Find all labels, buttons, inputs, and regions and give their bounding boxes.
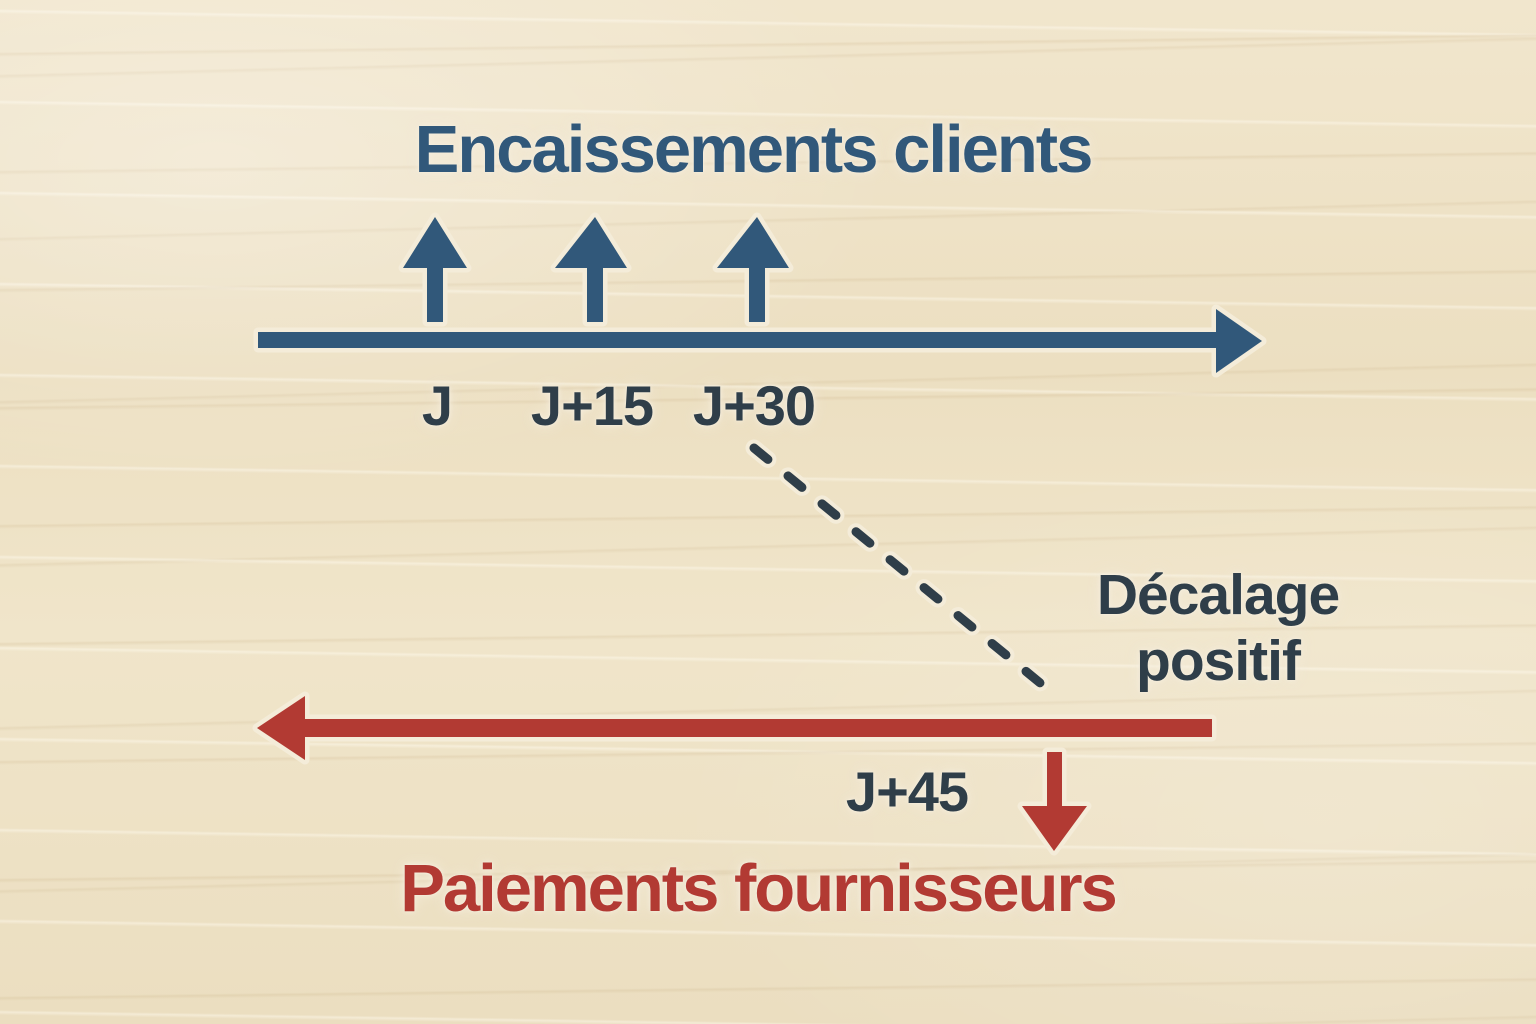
tick-label-j30: J+30 <box>692 374 816 437</box>
up-arrow-icon <box>550 212 632 327</box>
offset-annotation-line1: Décalage <box>1096 563 1340 627</box>
tick-label-j15: J+15 <box>530 374 654 437</box>
up-arrow-icon <box>712 212 794 327</box>
bottom-timeline-title: Paiements fournisseurs <box>400 851 1118 926</box>
left-arrow-timeline-icon <box>252 691 1217 765</box>
tick-label-j45: J+45 <box>845 760 969 823</box>
top-timeline-title: Encaissements clients <box>414 112 1094 187</box>
offset-annotation: Décalage positif <box>1096 562 1340 694</box>
offset-annotation-line2: positif <box>1136 629 1301 694</box>
dashed-connector-icon <box>749 443 1061 701</box>
down-arrow-icon <box>1017 747 1092 856</box>
right-arrow-timeline-icon <box>253 304 1267 378</box>
up-arrow-icon <box>398 212 472 327</box>
tick-label-j: J <box>421 374 453 437</box>
